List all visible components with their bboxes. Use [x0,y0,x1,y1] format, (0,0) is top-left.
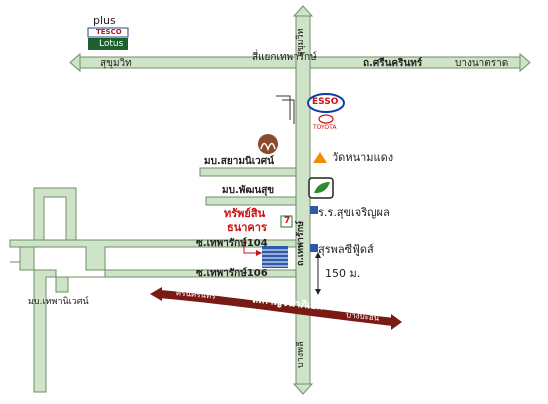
thepha-niwet-label: มบ.เทพานิเวศน์ [28,297,89,307]
wat-label: วัดหนามแดง [332,151,394,164]
road-label-soi-106: ซ.เทพารักษ์106 [196,268,268,279]
esso-logo-icon [307,93,345,113]
temple-logo-icon [258,134,278,154]
road-left-network [9,239,297,393]
surapon-label: สุรพลซีฟู้ดส์ [318,243,374,256]
distance-label: 150 ม. [325,267,361,280]
esso-label: ESSO [312,97,339,107]
arrow-right-icon [519,52,531,73]
arrow-down-icon [292,383,314,395]
seven-eleven-label: 7 [284,216,291,226]
road-label-sukhumvit-vertical: สุขุมวิท [296,28,306,57]
school-label: ร.ร.สุขเจริญผล [318,206,390,219]
highway-kanchanaphisek [158,290,395,326]
lotus-label: Lotus [99,39,124,49]
target-building [262,246,288,268]
road-left-upper [33,187,77,241]
plus-label: plus [93,14,116,27]
road-siam-niwet [199,167,297,177]
road-label-bang-phli: บางพลี [296,341,306,368]
wat-marker-icon [313,152,327,163]
arrow-left-icon [69,52,81,73]
seven-eleven-icon [280,215,293,228]
tesco-label: TESCO [96,28,122,36]
road-label-thepharak: ถ.เทพารักษ์ [296,220,306,266]
road-phatthanasuk [205,196,297,206]
toyota-logo-icon [318,114,334,124]
phatthanasuk-label: มบ.พัฒนสุข [222,185,275,196]
bank-label-line2: ธนาคาร [227,221,267,234]
surapon-marker-icon [310,244,318,252]
road-label-soi-104: ซ.เทพารักษ์104 [196,238,268,249]
road-label-bang-na-trat: บางนาตราด [455,58,509,69]
road-label-intersection: สี่แยกเทพารักษ์ [252,52,317,63]
highway-arrow-left-icon [150,287,162,301]
highway-arrow-right-icon [391,314,402,330]
road-label-sukhumvit: สุขุมวิท [100,58,132,69]
road-thepharak [295,13,311,387]
siam-niwet-label: มบ.สยามนิเวศน์ [204,156,274,167]
bank-label-line1: ทรัพย์สิน [224,207,266,220]
lotus-logo-icon [88,38,128,50]
road-label-srinakarin: ถ.ศรีนครินทร์ [363,58,423,69]
tesco-logo-icon [87,27,129,38]
toyota-label: TOYOTA [313,124,337,131]
school-marker-icon [310,206,318,214]
arrow-up-icon [292,5,314,17]
esso-pointer [276,95,295,124]
